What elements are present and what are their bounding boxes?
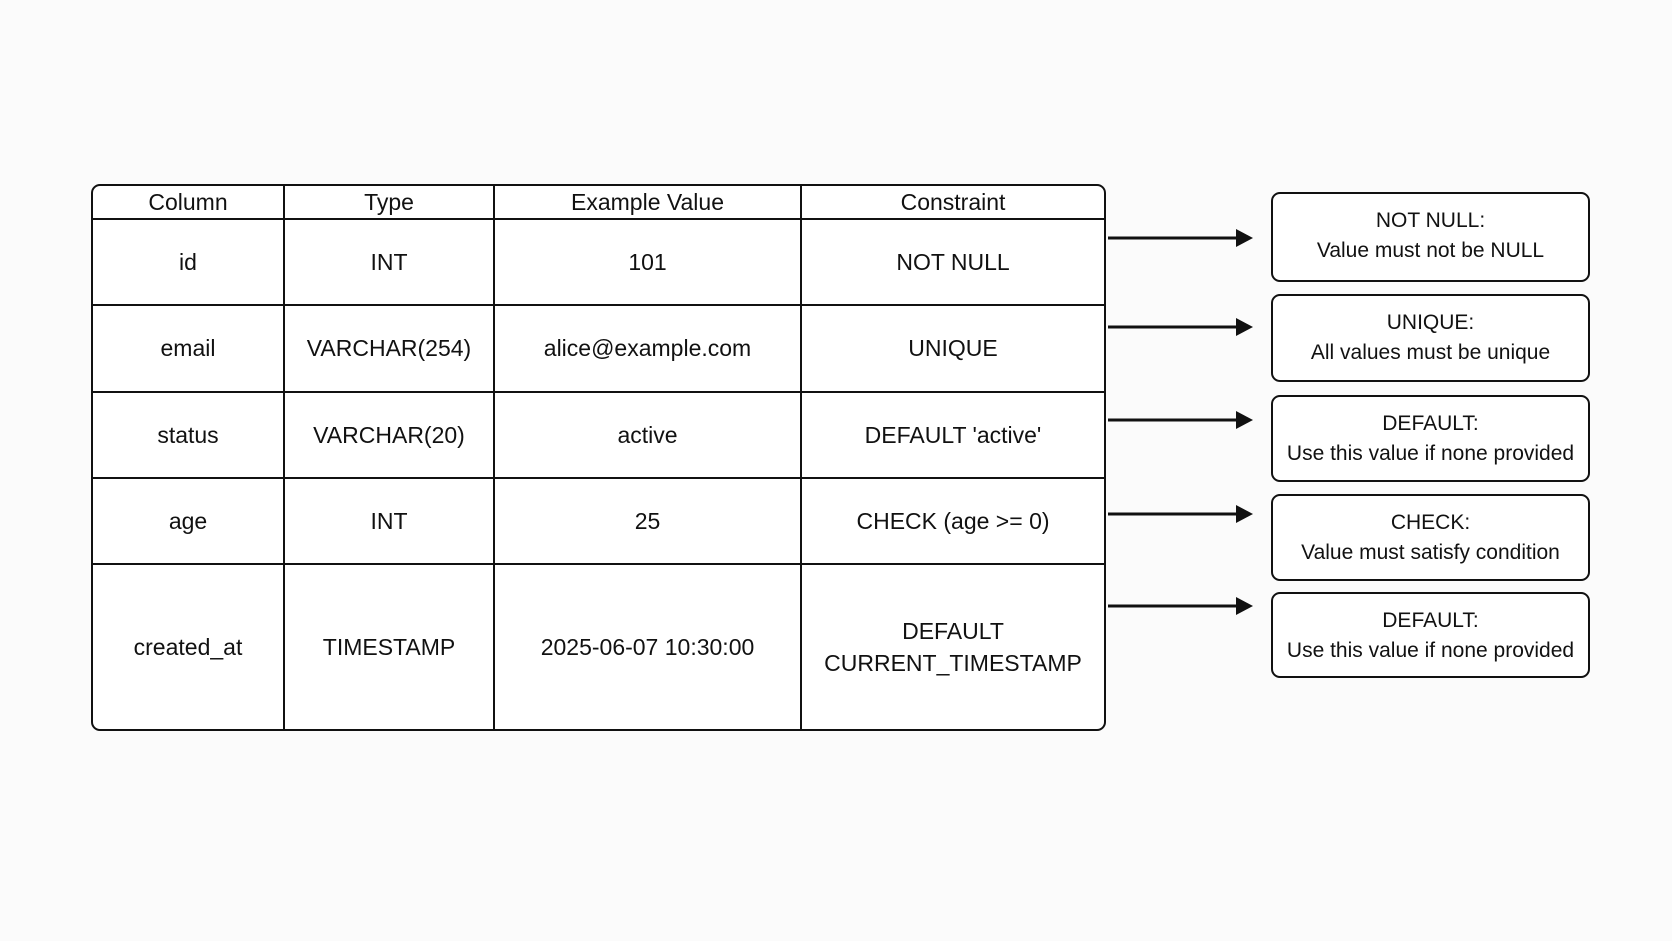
arrow-icon xyxy=(1108,315,1254,339)
note-description: Value must satisfy condition xyxy=(1301,541,1560,564)
cell-type: INT xyxy=(283,217,495,307)
cell-column: created_at xyxy=(93,563,285,729)
arrow-icon xyxy=(1108,408,1254,432)
cell-example-value: 25 xyxy=(493,476,802,566)
note-description: Use this value if none provided xyxy=(1286,639,1575,662)
cell-type: VARCHAR(254) xyxy=(283,304,495,393)
note-title: UNIQUE: xyxy=(1386,311,1475,334)
header-column: Column xyxy=(93,186,285,220)
cell-example-value: 2025-06-07 10:30:00 xyxy=(493,563,802,729)
note-description: All values must be unique xyxy=(1310,341,1551,364)
arrow-icon xyxy=(1108,226,1254,250)
constraints-table: Column Type Example Value Constraint id … xyxy=(91,184,1106,731)
table-row: email VARCHAR(254) alice@example.com UNI… xyxy=(93,304,1104,393)
cell-example-value: 101 xyxy=(493,217,802,307)
cell-constraint: UNIQUE xyxy=(800,304,1104,393)
arrow-icon xyxy=(1108,502,1254,526)
cell-type: INT xyxy=(283,476,495,566)
cell-constraint: CHECK (age >= 0) xyxy=(800,476,1104,566)
note-title: CHECK: xyxy=(1390,511,1471,534)
header-constraint: Constraint xyxy=(800,186,1104,220)
note-title: NOT NULL: xyxy=(1375,209,1486,232)
note-box-default: DEFAULT: Use this value if none provided xyxy=(1271,395,1590,482)
note-box-not-null: NOT NULL: Value must not be NULL xyxy=(1271,192,1590,282)
note-box-check: CHECK: Value must satisfy condition xyxy=(1271,494,1590,581)
note-box-unique: UNIQUE: All values must be unique xyxy=(1271,294,1590,382)
cell-constraint: DEFAULT CURRENT_TIMESTAMP xyxy=(800,563,1104,729)
cell-column: status xyxy=(93,390,285,479)
table-row: created_at TIMESTAMP 2025-06-07 10:30:00… xyxy=(93,563,1104,729)
note-title: DEFAULT: xyxy=(1382,412,1479,435)
note-box-default-timestamp: DEFAULT: Use this value if none provided xyxy=(1271,592,1590,678)
header-type: Type xyxy=(283,186,495,220)
cell-example-value: active xyxy=(493,390,802,479)
cell-column: email xyxy=(93,304,285,393)
cell-constraint: DEFAULT 'active' xyxy=(800,390,1104,479)
note-title: DEFAULT: xyxy=(1382,609,1479,632)
table-header-row: Column Type Example Value Constraint xyxy=(93,186,1104,220)
cell-type: TIMESTAMP xyxy=(283,563,495,729)
cell-column: id xyxy=(93,217,285,307)
arrow-icon xyxy=(1108,594,1254,618)
cell-column: age xyxy=(93,476,285,566)
table-row: status VARCHAR(20) active DEFAULT 'activ… xyxy=(93,390,1104,479)
cell-constraint: NOT NULL xyxy=(800,217,1104,307)
note-description: Value must not be NULL xyxy=(1316,239,1545,262)
cell-example-value: alice@example.com xyxy=(493,304,802,393)
table-row: age INT 25 CHECK (age >= 0) xyxy=(93,476,1104,566)
cell-type: VARCHAR(20) xyxy=(283,390,495,479)
table-row: id INT 101 NOT NULL xyxy=(93,217,1104,307)
header-example-value: Example Value xyxy=(493,186,802,220)
note-description: Use this value if none provided xyxy=(1286,442,1575,465)
